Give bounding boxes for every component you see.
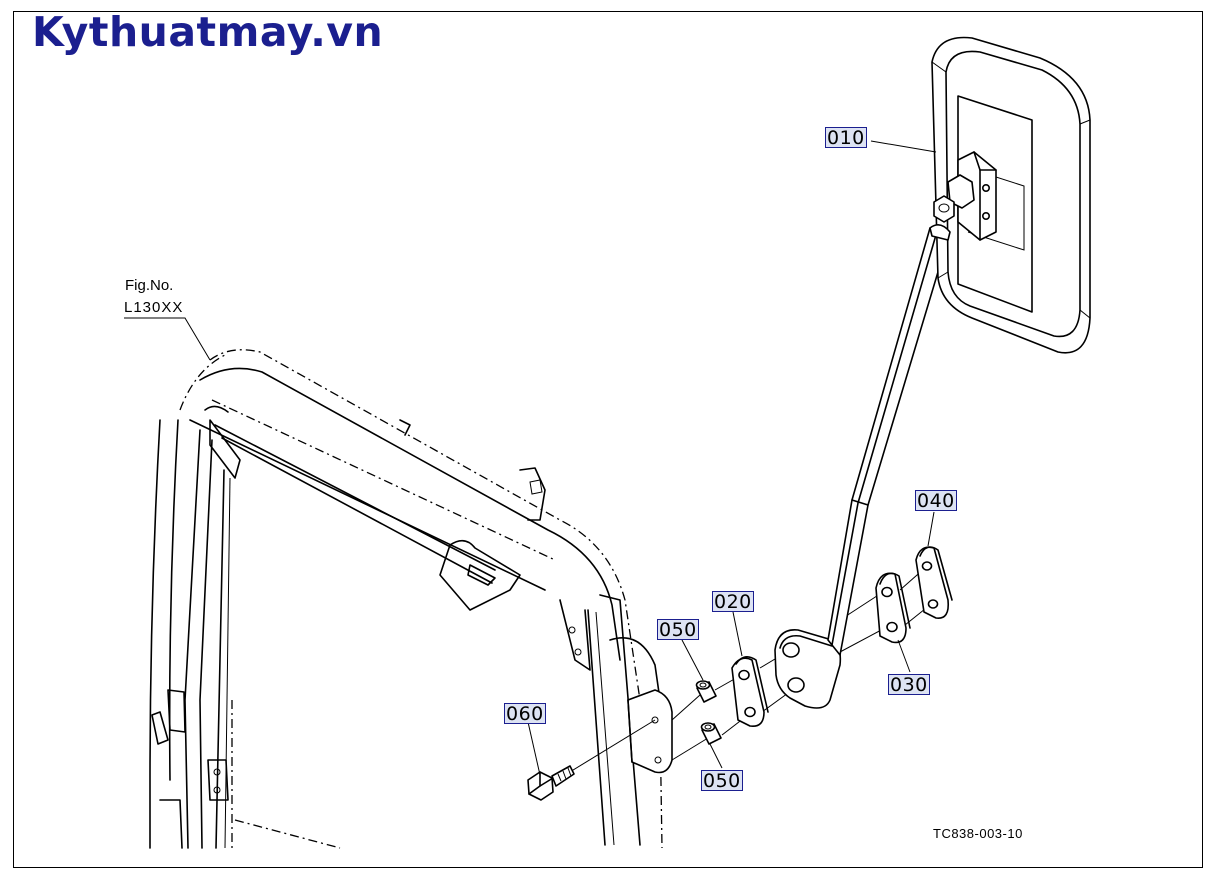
cab-frame-outline bbox=[149, 349, 663, 849]
callout-060[interactable]: 060 bbox=[504, 703, 546, 725]
collar-050-lower bbox=[700, 722, 722, 745]
figure-number-label: Fig.No. bbox=[125, 277, 174, 294]
figure-number-code: L130XX bbox=[124, 299, 184, 316]
callout-050-lower[interactable]: 050 bbox=[701, 770, 743, 792]
bolt-060 bbox=[527, 765, 575, 801]
drawing-frame bbox=[13, 11, 1203, 868]
frame-mounting-bracket bbox=[627, 689, 673, 774]
collar-050-upper bbox=[695, 680, 717, 703]
callout-020[interactable]: 020 bbox=[712, 591, 754, 613]
plate-030 bbox=[875, 572, 911, 644]
callout-050-upper[interactable]: 050 bbox=[657, 619, 699, 641]
callout-040[interactable]: 040 bbox=[915, 490, 957, 512]
plate-020 bbox=[731, 656, 769, 728]
brand-watermark: Kythuatmay.vn bbox=[32, 8, 384, 56]
nut-plate-040 bbox=[915, 546, 953, 619]
callout-010[interactable]: 010 bbox=[825, 127, 867, 149]
callout-030[interactable]: 030 bbox=[888, 674, 930, 696]
rear-view-mirror-010 bbox=[929, 36, 1091, 354]
callout-leaders bbox=[124, 140, 937, 776]
mirror-stay-base bbox=[774, 629, 842, 709]
drawing-number: TC838-003-10 bbox=[933, 826, 1023, 841]
